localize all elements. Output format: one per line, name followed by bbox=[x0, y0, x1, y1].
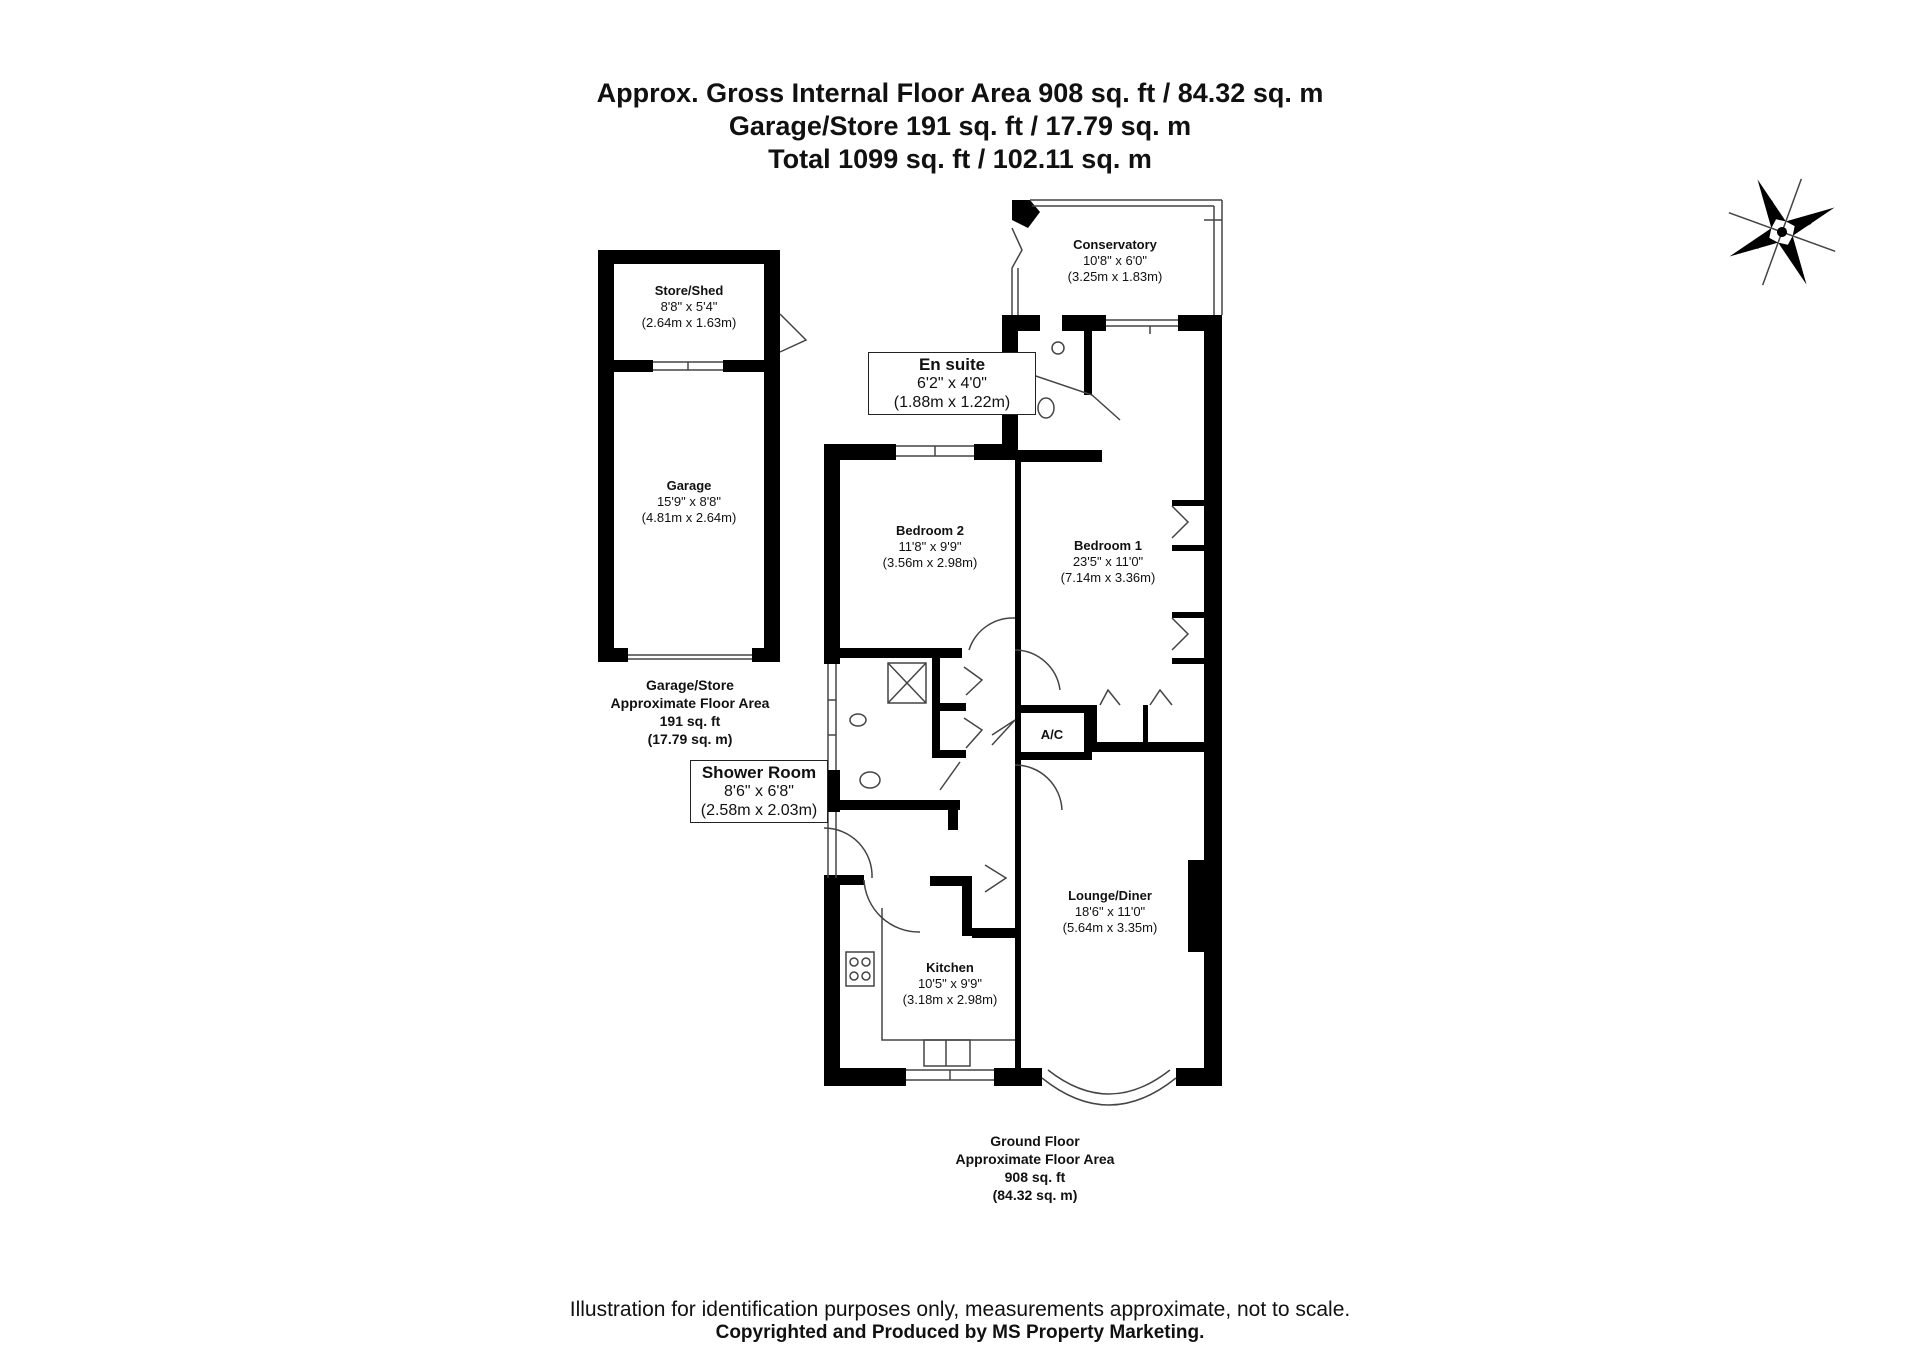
windows bbox=[827, 445, 1177, 1106]
area-line: Approximate Floor Area bbox=[955, 1151, 1115, 1167]
room-name: Bedroom 2 bbox=[896, 523, 964, 538]
area-summary-line-1: Approx. Gross Internal Floor Area 908 sq… bbox=[596, 78, 1324, 108]
room-name: En suite bbox=[918, 355, 986, 374]
room-size-imperial: 15'9" x 8'8" bbox=[656, 494, 722, 509]
room-label-kitchen: Kitchen 10'5" x 9'9" (3.18m x 2.98m) bbox=[880, 960, 1020, 1008]
compass-icon: N E S W bbox=[1728, 178, 1836, 286]
room-size-imperial: 8'8" x 5'4" bbox=[660, 299, 718, 314]
room-label-lounge-diner: Lounge/Diner 18'6" x 11'0" (5.64m x 3.35… bbox=[1035, 888, 1185, 936]
area-line: (17.79 sq. m) bbox=[647, 731, 733, 747]
room-size-imperial: 10'5" x 9'9" bbox=[917, 976, 983, 991]
fixtures bbox=[845, 341, 1065, 1067]
room-size-metric: (5.64m x 3.35m) bbox=[1062, 920, 1158, 935]
room-size-metric: (7.14m x 3.36m) bbox=[1060, 570, 1156, 585]
room-name: Shower Room bbox=[701, 763, 817, 782]
garage-area-summary: Garage/Store Approximate Floor Area 191 … bbox=[580, 676, 800, 748]
area-summary-line-2: Garage/Store 191 sq. ft / 17.79 sq. m bbox=[728, 111, 1192, 141]
room-size-imperial: 10'8" x 6'0" bbox=[1082, 253, 1148, 268]
room-label-garage: Garage 15'9" x 8'8" (4.81m x 2.64m) bbox=[618, 478, 760, 526]
garage-building bbox=[598, 250, 780, 662]
room-label-shower-room: Shower Room 8'6" x 6'8" (2.58m x 2.03m) bbox=[690, 760, 828, 823]
room-name: Bedroom 1 bbox=[1074, 538, 1142, 553]
room-label-conservatory: Conservatory 10'8" x 6'0" (3.25m x 1.83m… bbox=[1040, 237, 1190, 285]
room-name: A/C bbox=[1040, 727, 1064, 742]
area-line: 191 sq. ft bbox=[659, 713, 721, 729]
room-size-imperial: 6'2" x 4'0" bbox=[917, 375, 987, 392]
room-size-metric: (2.58m x 2.03m) bbox=[700, 802, 818, 819]
ground-floor-area-summary: Ground Floor Approximate Floor Area 908 … bbox=[920, 1132, 1150, 1204]
area-line: 908 sq. ft bbox=[1004, 1169, 1066, 1185]
copyright-text: Copyrighted and Produced by MS Property … bbox=[715, 1322, 1205, 1343]
room-size-metric: (3.25m x 1.83m) bbox=[1067, 269, 1163, 284]
room-name: Garage bbox=[666, 478, 712, 493]
area-line: Ground Floor bbox=[990, 1133, 1080, 1149]
area-line: (84.32 sq. m) bbox=[992, 1187, 1078, 1203]
room-label-bedroom-1: Bedroom 1 23'5" x 11'0" (7.14m x 3.36m) bbox=[1038, 538, 1178, 586]
room-size-imperial: 18'6" x 11'0" bbox=[1074, 904, 1146, 919]
doors bbox=[823, 369, 1190, 933]
area-summary-line-3: Total 1099 sq. ft / 102.11 sq. m bbox=[768, 144, 1152, 174]
area-line: Garage/Store bbox=[646, 677, 734, 693]
disclaimer-text: Illustration for identification purposes… bbox=[569, 1298, 1351, 1321]
room-size-imperial: 23'5" x 11'0" bbox=[1072, 554, 1144, 569]
room-size-metric: (4.81m x 2.64m) bbox=[641, 510, 737, 525]
house-walls bbox=[824, 315, 1222, 1086]
conservatory bbox=[1011, 199, 1223, 334]
room-size-imperial: 8'6" x 6'8" bbox=[724, 783, 794, 800]
room-size-metric: (3.56m x 2.98m) bbox=[882, 555, 978, 570]
room-label-bedroom-2: Bedroom 2 11'8" x 9'9" (3.56m x 2.98m) bbox=[860, 523, 1000, 571]
room-name: Conservatory bbox=[1073, 237, 1157, 252]
area-line: Approximate Floor Area bbox=[610, 695, 770, 711]
room-name: Lounge/Diner bbox=[1068, 888, 1152, 903]
room-size-metric: (3.18m x 2.98m) bbox=[902, 992, 998, 1007]
room-label-ac: A/C bbox=[1024, 727, 1080, 743]
room-size-metric: (1.88m x 1.22m) bbox=[893, 394, 1011, 411]
room-name: Kitchen bbox=[926, 960, 974, 975]
room-label-store-shed: Store/Shed 8'8" x 5'4" (2.64m x 1.63m) bbox=[618, 283, 760, 331]
room-label-en-suite: En suite 6'2" x 4'0" (1.88m x 1.22m) bbox=[868, 352, 1036, 415]
room-name: Store/Shed bbox=[654, 283, 724, 298]
room-size-metric: (2.64m x 1.63m) bbox=[641, 315, 737, 330]
garage-openings bbox=[628, 313, 808, 660]
room-size-imperial: 11'8" x 9'9" bbox=[898, 539, 962, 554]
